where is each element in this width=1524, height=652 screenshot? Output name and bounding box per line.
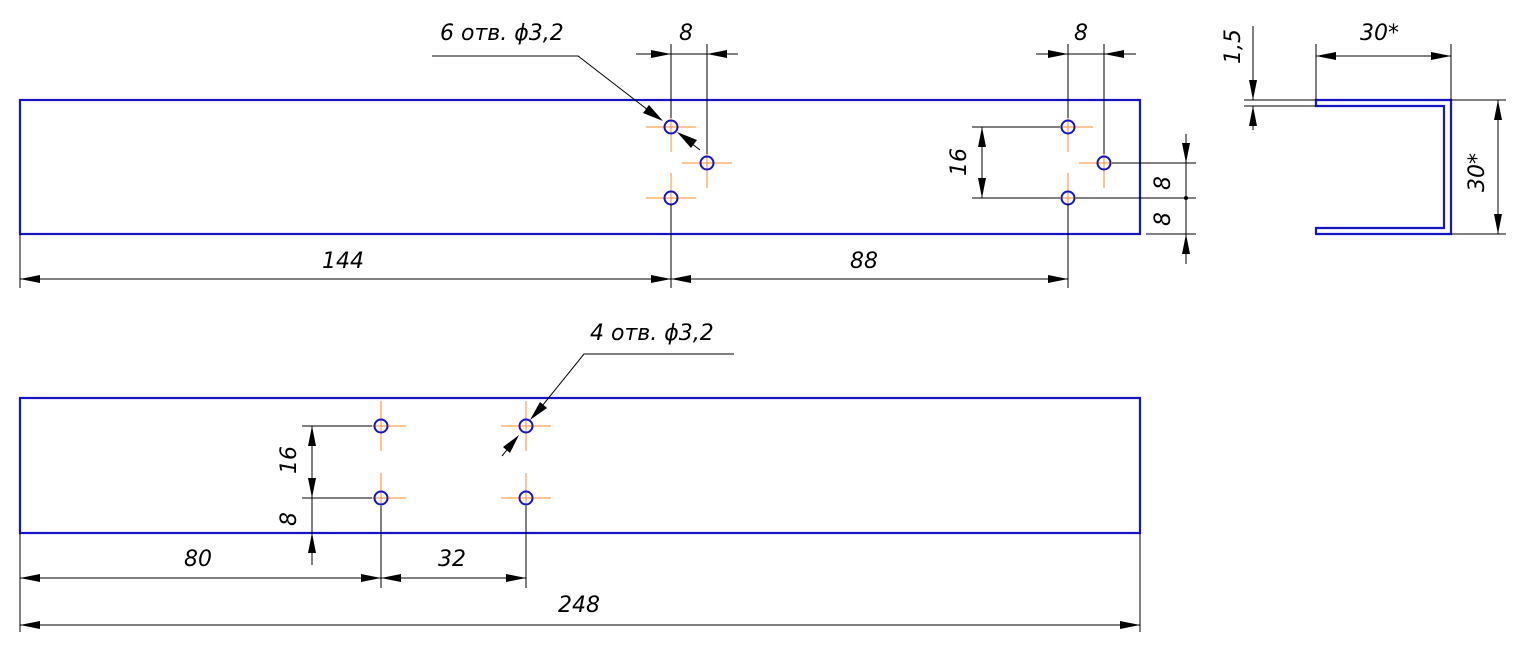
section-height-dim bbox=[1451, 99, 1506, 235]
section-width-label: 30* bbox=[1360, 21, 1399, 46]
bottom-hole-callout: 4 отв. ϕ3,2 bbox=[590, 321, 714, 346]
bottom-vert-dims bbox=[302, 425, 372, 565]
top-side-8-lower-label: 8 bbox=[1151, 212, 1176, 226]
bottom-view: 4 отв. ϕ3,2 16 8 80 32 bbox=[18, 321, 1142, 632]
top-left-pitch-label: 8 bbox=[679, 21, 693, 46]
bottom-dist-80-label: 80 bbox=[184, 547, 212, 572]
top-side-8-upper-label: 8 bbox=[1151, 176, 1176, 190]
top-right-pitch-label: 8 bbox=[1074, 21, 1088, 46]
bottom-plate-outline bbox=[18, 396, 1142, 535]
bottom-vert-16-label: 16 bbox=[277, 446, 302, 474]
bottom-horizontal-dims bbox=[19, 506, 527, 632]
section-view: 1,5 30* 30* bbox=[1221, 21, 1506, 236]
top-plate-outline bbox=[18, 98, 1142, 236]
top-view: 6 отв. ϕ3,2 8 8 16 bbox=[18, 21, 1196, 288]
top-hole-callout: 6 отв. ϕ3,2 bbox=[440, 21, 564, 46]
section-width-dim bbox=[1315, 44, 1452, 100]
top-right-pitch-dim bbox=[1036, 44, 1136, 154]
bottom-hole-callout-leader bbox=[501, 353, 734, 457]
top-hole-callout-leader bbox=[432, 55, 701, 151]
bottom-hole-1 bbox=[356, 401, 406, 451]
section-thickness-dim bbox=[1244, 26, 1316, 130]
section-height-label: 30* bbox=[1465, 153, 1490, 192]
bottom-hole-2 bbox=[501, 401, 551, 451]
bottom-overall-dim bbox=[20, 533, 1141, 632]
top-dist-88-label: 88 bbox=[850, 249, 878, 274]
bottom-dist-32-label: 32 bbox=[438, 547, 466, 572]
channel-profile-outline bbox=[1314, 98, 1453, 236]
top-vert-16-label: 16 bbox=[947, 148, 972, 176]
top-left-pitch-dim bbox=[636, 44, 738, 154]
bottom-vert-8-label: 8 bbox=[277, 512, 302, 526]
top-side-8-dims bbox=[1076, 134, 1196, 264]
bottom-dist-248-label: 248 bbox=[558, 593, 600, 618]
top-vert-16-dim bbox=[972, 126, 1060, 199]
section-thickness-label: 1,5 bbox=[1221, 29, 1246, 64]
top-dist-144-label: 144 bbox=[322, 249, 364, 274]
top-horizontal-dims bbox=[19, 204, 1069, 288]
